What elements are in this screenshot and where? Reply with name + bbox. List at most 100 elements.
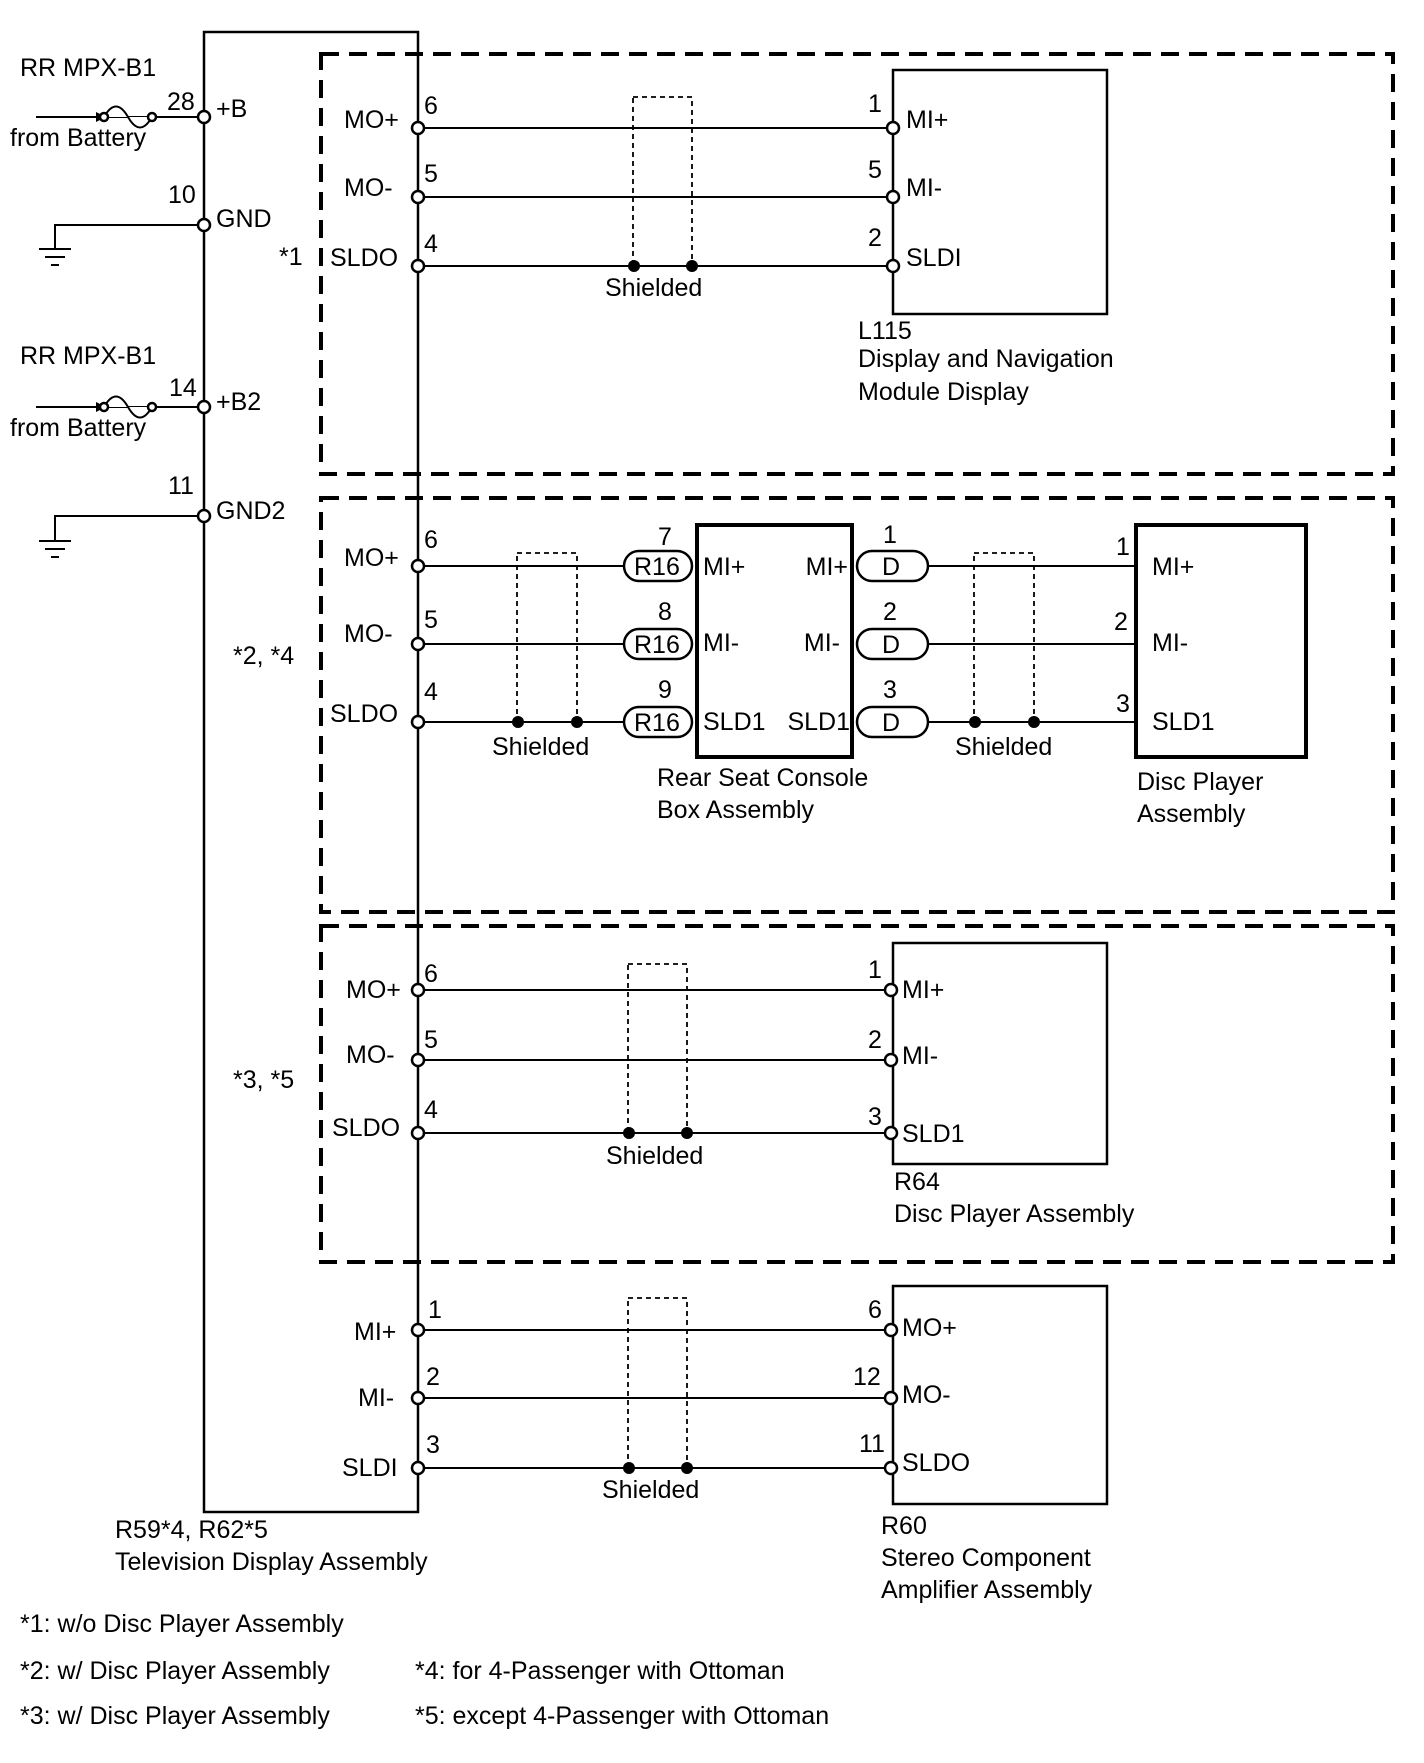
s3-target-name: Disc Player Assembly [894, 1200, 1135, 1228]
supply-label-b2: +B2 [216, 388, 261, 416]
d-connector-1: D [855, 627, 930, 661]
zone-disc-player-4-passenger [319, 496, 1395, 914]
pin-mo-minus [410, 1052, 426, 1068]
shield-section2-left [516, 552, 578, 723]
s2-tv-label-0: MO+ [344, 544, 399, 572]
supply-pin-b2: 14 [169, 374, 197, 402]
pin-mo-plus [410, 558, 426, 574]
s1-target-pin-2: 2 [868, 224, 882, 252]
s4-tv-label-2: SLDI [342, 1454, 398, 1482]
s4-target-label-0: MO+ [902, 1314, 957, 1342]
s3-tv-label-0: MO+ [346, 976, 401, 1004]
svg-text:D: D [882, 709, 900, 737]
tv-assembly-id: R59*4, R62*5 [115, 1516, 268, 1544]
pin-mi-plus [885, 120, 901, 136]
s3-target-pin-0: 1 [868, 956, 882, 984]
d-pin-1: 2 [883, 598, 897, 626]
ground-pin-gnd2: 11 [168, 472, 194, 500]
s4-target-label-2: SLDO [902, 1449, 970, 1477]
s4-target-label-1: MO- [902, 1381, 951, 1409]
supply-source-b2: RR MPX-B1 [20, 342, 156, 370]
s1-target-pin-1: 5 [868, 156, 882, 184]
section1-note: *1 [279, 243, 303, 271]
r16-connector-1: R16 [622, 627, 694, 661]
footnote-3: *3: w/ Disc Player Assembly [20, 1702, 330, 1730]
supply-from-b: from Battery [10, 124, 147, 152]
pin-11 [196, 508, 212, 524]
pin-sldi [885, 258, 901, 274]
section4-shielded: Shielded [602, 1476, 699, 1504]
pin-sldo [410, 714, 426, 730]
fuse-icon [103, 395, 153, 419]
disc-player-assembly-box [1134, 523, 1308, 759]
s3-target-label-0: MI+ [902, 976, 944, 1004]
s2-tv-label-2: SLDO [330, 700, 398, 728]
zone-no-disc-player [319, 52, 1395, 476]
shield-section3 [627, 963, 688, 1134]
pin-sldo [410, 258, 426, 274]
s1-tv-pin-2: 4 [424, 230, 438, 258]
s3-tv-pin-0: 6 [424, 960, 438, 988]
supply-label-b: +B [216, 95, 247, 123]
ground-label-gnd: GND [216, 205, 272, 233]
tv-assembly-name: Television Display Assembly [115, 1548, 428, 1576]
s3-target-id: R64 [894, 1168, 940, 1196]
s1-tv-pin-0: 6 [424, 92, 438, 120]
console-out-0: MI+ [806, 553, 848, 581]
s3-tv-pin-1: 5 [424, 1026, 438, 1054]
s3-tv-label-2: SLDO [332, 1114, 400, 1142]
disc-label-2: SLD1 [1152, 708, 1215, 736]
r16-pin-2: 9 [658, 676, 672, 704]
pin-mo-plus [883, 1322, 899, 1338]
s1-tv-label-0: MO+ [344, 106, 399, 134]
d-pin-0: 1 [883, 521, 897, 549]
disc-pin-1: 2 [1114, 608, 1128, 636]
disc-name-2: Assembly [1137, 800, 1246, 828]
pin-mo-minus [410, 189, 426, 205]
svg-text:R16: R16 [634, 631, 680, 659]
s1-target-name-2: Module Display [858, 378, 1029, 406]
footnote-2: *2: w/ Disc Player Assembly [20, 1657, 330, 1685]
console-in-1: MI- [703, 629, 739, 657]
s3-tv-label-1: MO- [346, 1041, 395, 1069]
s4-target-name-2: Amplifier Assembly [881, 1576, 1093, 1604]
pin-sldo [883, 1460, 899, 1476]
pin-mo-plus [410, 120, 426, 136]
s3-target-pin-2: 3 [868, 1103, 882, 1131]
section2-note: *2, *4 [233, 642, 294, 670]
supply-from-b2: from Battery [10, 414, 147, 442]
pin-mi-plus [410, 1322, 426, 1338]
footnote-5: *5: except 4-Passenger with Ottoman [415, 1702, 829, 1730]
s4-target-pin-2: 11 [859, 1430, 885, 1458]
pin-sldi [410, 1460, 426, 1476]
disc-pin-2: 3 [1116, 690, 1130, 718]
d-connector-0: D [855, 549, 930, 583]
s4-tv-pin-1: 2 [426, 1363, 440, 1391]
s1-tv-pin-1: 5 [424, 160, 438, 188]
s2-tv-pin-1: 5 [424, 606, 438, 634]
disc-name-1: Disc Player [1137, 768, 1263, 796]
s4-target-id: R60 [881, 1512, 927, 1540]
disc-pin-0: 1 [1116, 533, 1130, 561]
section3-note: *3, *5 [233, 1066, 294, 1094]
console-in-2: SLD1 [703, 708, 766, 736]
s4-tv-label-0: MI+ [354, 1318, 396, 1346]
supply-source-b: RR MPX-B1 [20, 54, 156, 82]
s4-tv-pin-2: 3 [426, 1431, 440, 1459]
svg-text:R16: R16 [634, 553, 680, 581]
fuse-icon [103, 105, 153, 129]
s1-target-label-1: MI- [906, 174, 942, 202]
tv-assembly-box [202, 30, 420, 1514]
rear-seat-console-box [695, 523, 854, 759]
pin-sld1 [883, 1125, 899, 1141]
section2-wires [424, 552, 1136, 728]
pin-28 [196, 109, 212, 125]
section1-shielded: Shielded [605, 274, 702, 302]
s1-target-pin-0: 1 [868, 90, 882, 118]
s1-target-name-1: Display and Navigation [858, 345, 1114, 373]
console-out-2: SLD1 [787, 708, 850, 736]
s4-tv-label-1: MI- [358, 1384, 394, 1412]
r16-pin-0: 7 [658, 523, 672, 551]
s3-target-label-1: MI- [902, 1042, 938, 1070]
zone-disc-player-except-4-passenger [319, 924, 1395, 1264]
